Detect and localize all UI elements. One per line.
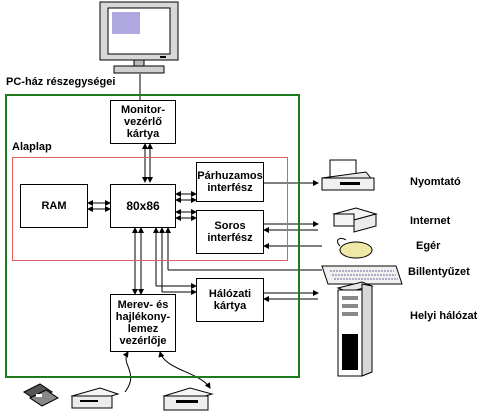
disk-controller-box: Merev- és hajlékony- lemez vezérlője: [110, 294, 176, 352]
server-icon: [336, 281, 374, 377]
serial-interface-box: Soros interfész: [196, 210, 264, 254]
keyboard-label: Billentyűzet: [408, 266, 470, 278]
cable-floppy: [122, 351, 132, 393]
mainboard-label: Alaplap: [12, 141, 52, 153]
pc-case-frame: [5, 94, 300, 378]
serial-interface-label: Soros interfész: [207, 220, 253, 244]
mouse-icon: [337, 237, 373, 259]
lan-label: Helyi hálózat: [410, 310, 478, 322]
network-card-label: Hálózati kártya: [208, 288, 252, 312]
floppy-drive-icon: [70, 387, 120, 409]
ram-box: RAM: [20, 184, 88, 228]
monitor-card-box: Monitor- vezérlő kártya: [110, 100, 176, 144]
printer-icon: [321, 159, 375, 191]
monitor-icon: [99, 1, 179, 74]
internet-label: Internet: [410, 215, 451, 227]
parallel-interface-label: Párhuzamos interfész: [197, 170, 263, 194]
cpu-label: 80x86: [126, 199, 160, 213]
mouse-label: Egér: [416, 240, 441, 252]
parallel-interface-box: Párhuzamos interfész: [196, 162, 264, 202]
disk-controller-label: Merev- és hajlékony- lemez vezérlője: [115, 299, 171, 347]
cpu-box: 80x86: [110, 184, 176, 228]
cable-harddisk: [158, 351, 211, 389]
pc-case-title: PC-ház részegységei: [6, 76, 116, 88]
network-card-box: Hálózati kártya: [196, 278, 264, 322]
hard-disk-icon: [162, 387, 214, 411]
modem-icon: [332, 207, 378, 233]
printer-label: Nyomtató: [410, 176, 461, 188]
monitor-card-label: Monitor- vezérlő kártya: [121, 104, 165, 140]
mainboard-frame: [12, 157, 288, 261]
floppy-disk-icon: [23, 383, 59, 407]
keyboard-icon: [321, 265, 403, 285]
ram-label: RAM: [41, 200, 67, 212]
